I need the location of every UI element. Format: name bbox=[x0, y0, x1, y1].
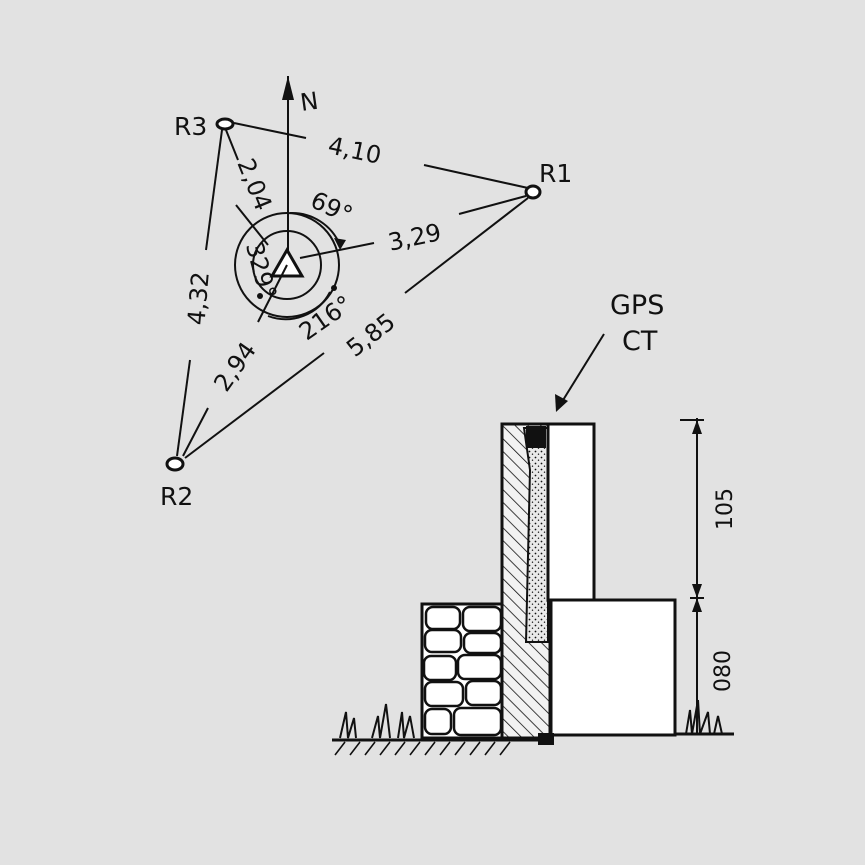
angle-2: 329° bbox=[240, 239, 282, 302]
point-r1-marker bbox=[524, 184, 542, 200]
dimension-line bbox=[680, 418, 704, 734]
pillar-base bbox=[549, 598, 677, 737]
marker-label-line1: GPS bbox=[610, 290, 664, 321]
distance-r3-r2: 4,32 bbox=[182, 271, 215, 327]
station-triangle-icon bbox=[269, 246, 305, 278]
distance-station-r1: 3,29 bbox=[386, 218, 444, 256]
station-marker bbox=[234, 211, 346, 321]
elevation-sketch: GPS CT bbox=[332, 290, 738, 756]
angle-1: 69° bbox=[306, 186, 356, 229]
height-lower: 080 bbox=[711, 650, 736, 692]
distance-r3-station: 2,04 bbox=[231, 154, 277, 214]
point-r3-marker bbox=[215, 117, 235, 131]
stone-wall bbox=[420, 602, 506, 740]
point-r2-marker bbox=[165, 456, 185, 472]
distance-r2-station: 2,94 bbox=[208, 337, 262, 397]
marker-arrow bbox=[559, 333, 605, 406]
north-label: N bbox=[298, 87, 320, 117]
point-r2-label: R2 bbox=[160, 482, 193, 511]
point-r3-label: R3 bbox=[174, 112, 207, 141]
pillar-upper bbox=[546, 422, 596, 602]
marker-label-line2: CT bbox=[622, 326, 658, 357]
fill-layer bbox=[522, 427, 549, 643]
point-r1-label: R1 bbox=[539, 159, 572, 188]
distance-r3-r1: 4,10 bbox=[326, 131, 384, 169]
height-upper: 105 bbox=[713, 488, 738, 530]
ground-hatch bbox=[334, 741, 511, 756]
